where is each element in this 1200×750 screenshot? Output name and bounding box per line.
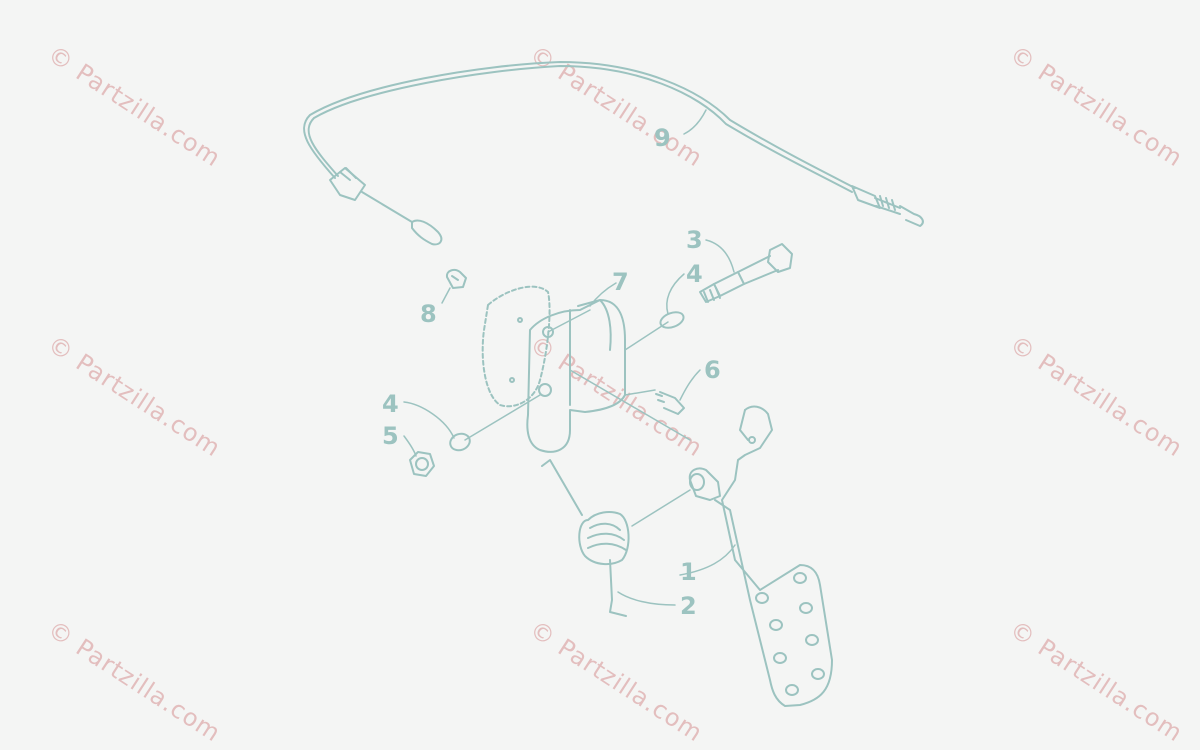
part-3-bolt [699, 243, 793, 303]
part-8-nut [445, 268, 467, 289]
gasket-outline [481, 285, 551, 408]
callout-2: 2 [680, 592, 697, 620]
callout-1: 1 [680, 558, 697, 586]
callout-4-upper: 4 [686, 260, 703, 288]
part-1-pedal [688, 405, 833, 707]
callout-8: 8 [420, 300, 437, 328]
part-2-spring [541, 459, 630, 617]
part-5-nut [409, 451, 435, 477]
callout-7: 7 [612, 268, 629, 296]
part-4-washer-upper [659, 311, 685, 329]
callout-4-lower: 4 [382, 390, 399, 418]
callout-6: 6 [704, 356, 721, 384]
part-7-bracket [509, 299, 626, 453]
callout-3: 3 [686, 226, 703, 254]
assembly-axis-lines [464, 309, 691, 527]
part-6-screw [655, 391, 685, 415]
callout-9: 9 [654, 124, 671, 152]
throttle-cable [303, 61, 924, 246]
callout-5: 5 [382, 422, 399, 450]
part-4-washer-lower [449, 432, 471, 452]
callout-leaders [403, 109, 736, 606]
